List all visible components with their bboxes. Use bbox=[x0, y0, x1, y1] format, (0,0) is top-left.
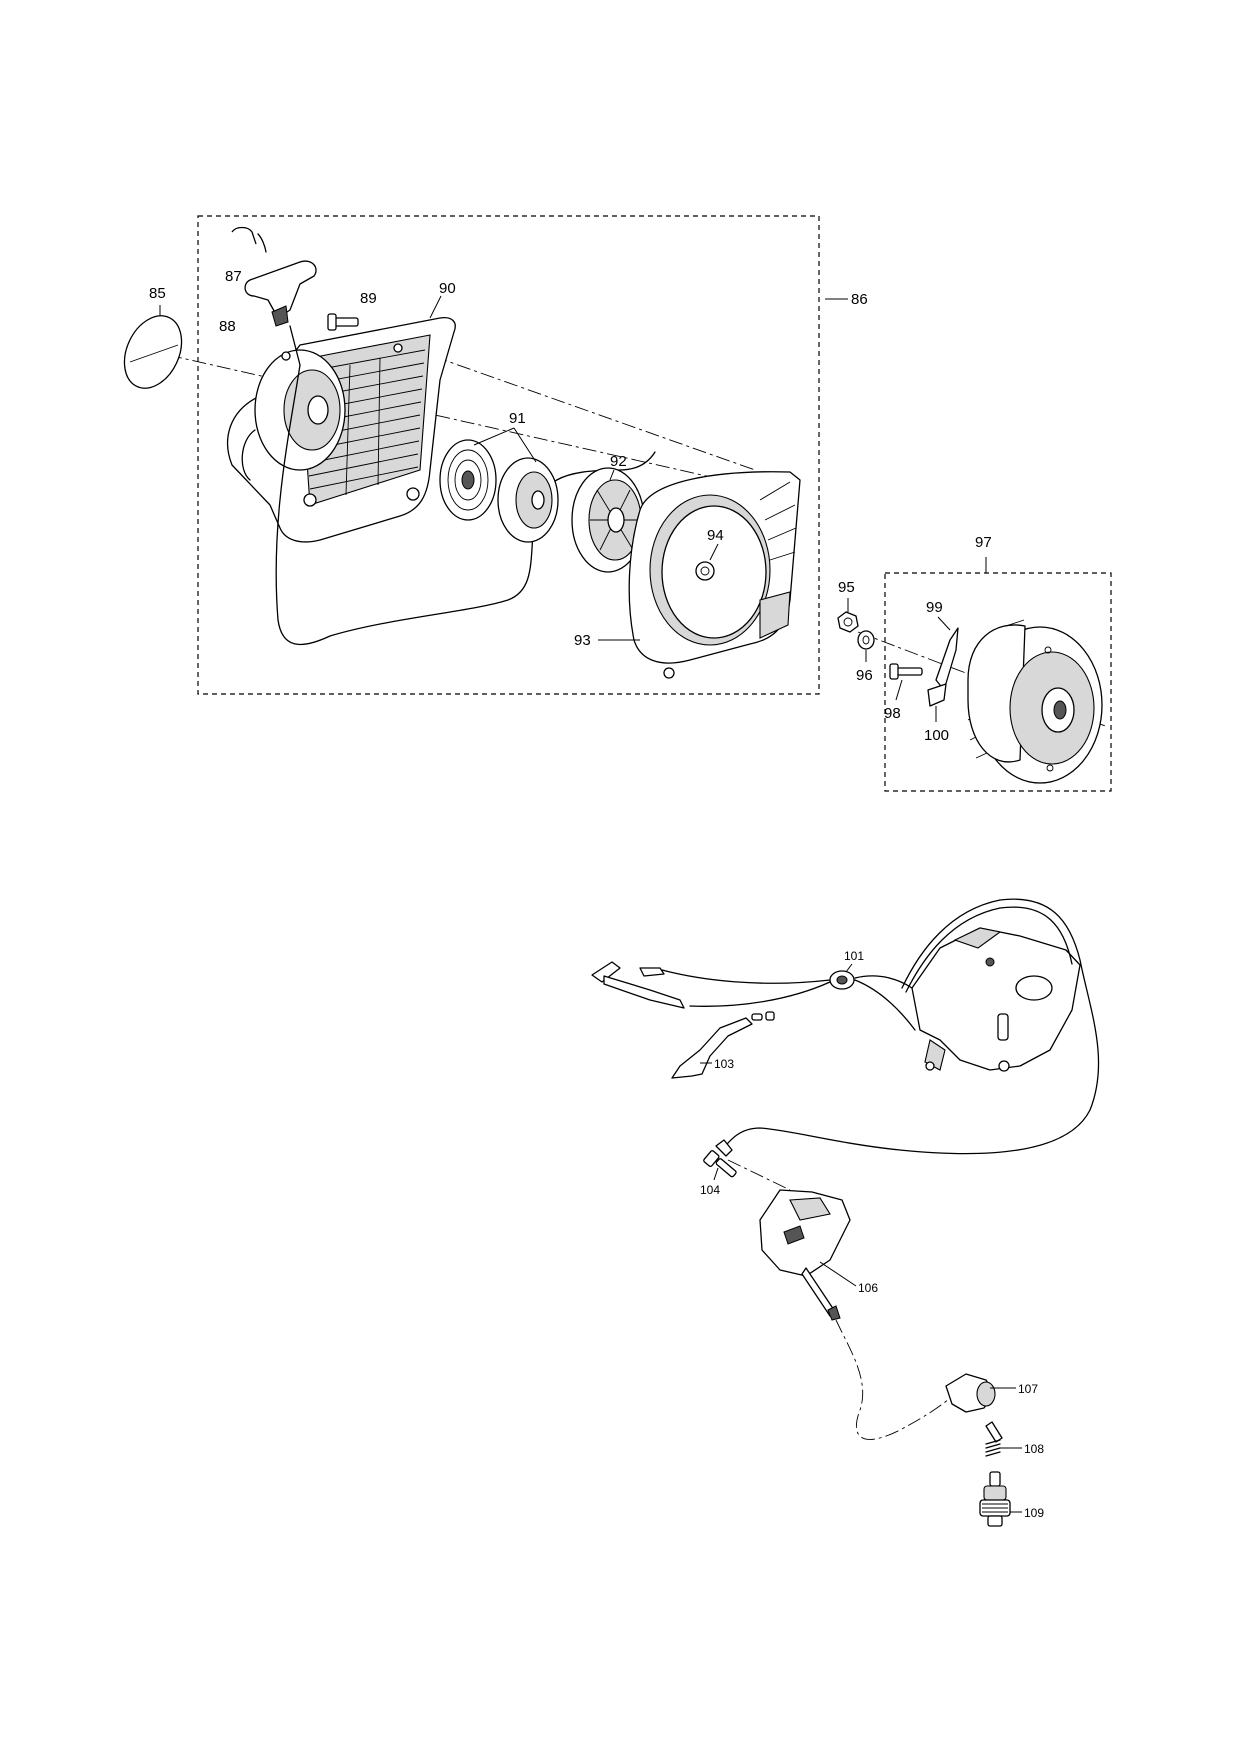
part-100-spring bbox=[927, 683, 947, 707]
label-96: 96 bbox=[856, 667, 873, 684]
label-109: 109 bbox=[1024, 1506, 1044, 1520]
label-87: 87 bbox=[225, 268, 242, 285]
label-101: 101 bbox=[844, 949, 864, 963]
part-91-spring-and-pulley bbox=[439, 439, 559, 543]
part-109-spark-plug bbox=[979, 1471, 1011, 1527]
leader-lines bbox=[159, 295, 1022, 1513]
starter-rope bbox=[275, 364, 656, 645]
part-85-disc bbox=[123, 315, 183, 389]
cylinder-cover bbox=[911, 927, 1081, 1072]
part-96-washer bbox=[857, 630, 875, 650]
part-93-starter-cover bbox=[628, 471, 801, 679]
part-107-plug-cap bbox=[945, 1373, 996, 1413]
label-108: 108 bbox=[1024, 1442, 1044, 1456]
label-100: 100 bbox=[924, 727, 949, 744]
flywheel-body bbox=[967, 619, 1103, 784]
part-90-starter-housing bbox=[226, 316, 456, 543]
part-108-spring bbox=[985, 1421, 1003, 1457]
label-90: 90 bbox=[439, 280, 456, 297]
part-104-screw bbox=[703, 1139, 791, 1191]
label-94: 94 bbox=[707, 527, 724, 544]
label-85: 85 bbox=[149, 285, 166, 302]
label-92: 92 bbox=[610, 453, 627, 470]
part-99-pawl bbox=[935, 627, 959, 691]
part-94-bushing bbox=[695, 561, 715, 581]
label-104: 104 bbox=[700, 1183, 720, 1197]
label-97: 97 bbox=[975, 534, 992, 551]
ht-lead-dashed bbox=[835, 1319, 959, 1440]
part-101-stop-wire bbox=[591, 961, 916, 1031]
part-92-rope-drum bbox=[571, 467, 645, 573]
starter-assembly-group-box bbox=[197, 215, 820, 695]
ignition-cable-loop bbox=[721, 898, 1100, 1155]
label-86: 86 bbox=[851, 291, 868, 308]
label-103: 103 bbox=[714, 1057, 734, 1071]
label-98: 98 bbox=[884, 705, 901, 722]
label-99: 99 bbox=[926, 599, 943, 616]
label-93: 93 bbox=[574, 632, 591, 649]
part-98-screw bbox=[889, 663, 923, 680]
ignition-cable-loop-inner bbox=[905, 906, 1073, 993]
part-95-nut bbox=[837, 611, 859, 633]
part-87-88-starter-handle bbox=[231, 226, 317, 366]
label-107: 107 bbox=[1018, 1382, 1038, 1396]
starter-axis-line-2 bbox=[409, 347, 756, 471]
label-106: 106 bbox=[858, 1281, 878, 1295]
label-89: 89 bbox=[360, 290, 377, 307]
part-89-screw bbox=[327, 313, 359, 331]
part-103-lever bbox=[671, 1017, 753, 1079]
flywheel-group-box bbox=[884, 572, 1112, 792]
label-95: 95 bbox=[838, 579, 855, 596]
label-88: 88 bbox=[219, 318, 236, 335]
label-91: 91 bbox=[509, 410, 526, 427]
part-106-ignition-coil bbox=[759, 1189, 851, 1321]
